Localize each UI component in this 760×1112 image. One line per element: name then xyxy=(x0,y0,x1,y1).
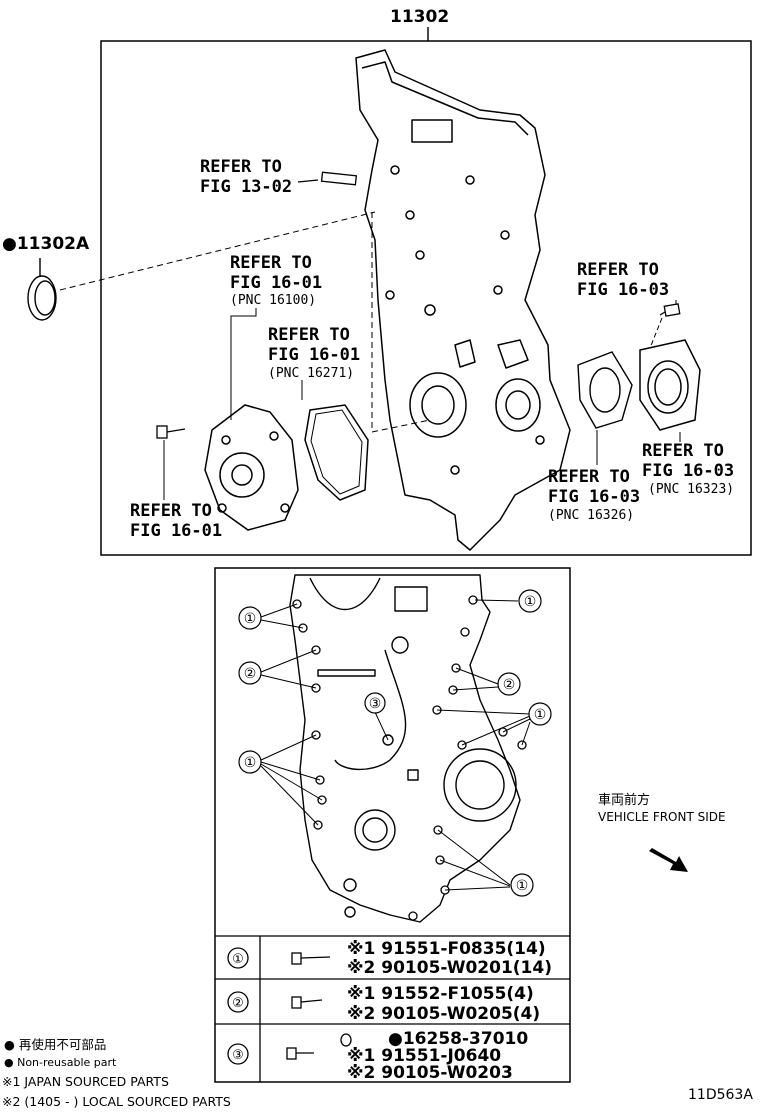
direction-en: VEHICLE FRONT SIDE xyxy=(598,810,726,824)
front-arrow-icon xyxy=(649,848,688,872)
lower-frame xyxy=(214,567,571,1083)
water-outlet-illustration xyxy=(639,339,701,431)
water-pump-illustration xyxy=(204,404,299,531)
bolt-location-illustration xyxy=(289,574,521,923)
oil-seal-illustration xyxy=(27,258,57,321)
callout-1-lowright: ① xyxy=(516,878,529,894)
refer-gasket1603-line2[interactable]: FIG 16-03 xyxy=(548,487,640,507)
table-row2-line1[interactable]: ※1 91552-F1055(4) xyxy=(347,984,534,1004)
callout-1-topleft: ① xyxy=(244,611,257,627)
callout-circles xyxy=(238,589,552,897)
figure-code: 11D563A xyxy=(688,1087,753,1103)
bolt-table xyxy=(215,935,570,1082)
pump-bolt-icon xyxy=(156,425,186,439)
table-row1-line2[interactable]: ※2 90105-W0201(14) xyxy=(347,958,552,978)
bolt-markers xyxy=(292,595,527,921)
refer-pumpbolt-line2[interactable]: FIG 16-01 xyxy=(130,521,222,541)
legend-note1: ※1 JAPAN SOURCED PARTS xyxy=(2,1074,169,1089)
refer-pump-line2[interactable]: FIG 16-01 xyxy=(230,273,322,293)
refer-pump-pnc[interactable]: (PNC 16100) xyxy=(230,293,316,308)
legend-note2: ※2 (1405 - ) LOCAL SOURCED PARTS xyxy=(2,1094,231,1109)
refer-gasket1603-pnc[interactable]: (PNC 16326) xyxy=(548,508,634,523)
stud-bolt-icon xyxy=(297,171,358,186)
refer-gasket-line2[interactable]: FIG 16-01 xyxy=(268,345,360,365)
refer-1302-line1[interactable]: REFER TO xyxy=(200,157,282,177)
table-row2-symbol: ② xyxy=(232,996,244,1011)
timing-cover-illustration xyxy=(355,49,571,551)
table-row1-symbol: ① xyxy=(232,952,244,967)
upper-frame xyxy=(100,40,752,556)
legend-en: ● Non-reusable part xyxy=(4,1056,117,1069)
table-row3-line1[interactable]: ●16258-37010 xyxy=(388,1029,528,1049)
callout-3: ③ xyxy=(369,696,382,712)
table-row2-line2[interactable]: ※2 90105-W0205(4) xyxy=(347,1004,540,1024)
seal-part-number[interactable]: ●11302A xyxy=(2,234,90,254)
refer-gasket1603-line1[interactable]: REFER TO xyxy=(548,467,630,487)
callout-1-topright: ① xyxy=(524,594,537,610)
refer-bolt1603-line2[interactable]: FIG 16-03 xyxy=(577,280,669,300)
refer-bolt1603-line1[interactable]: REFER TO xyxy=(577,260,659,280)
callout-1-midleft: ① xyxy=(244,755,257,771)
refer-outlet-line1[interactable]: REFER TO xyxy=(642,441,724,461)
table-row3-symbol: ③ xyxy=(232,1048,244,1063)
outlet-gasket-illustration xyxy=(577,351,633,429)
callout-2-left: ② xyxy=(244,666,257,682)
refer-gasket-pnc[interactable]: (PNC 16271) xyxy=(268,366,354,381)
legend-ja: ● 再使用不可部品 xyxy=(4,1037,106,1052)
seal-leader xyxy=(59,211,376,291)
table-row1-line1[interactable]: ※1 91551-F0835(14) xyxy=(347,939,546,959)
callout-2-right: ② xyxy=(503,677,516,693)
legend: ● 再使用不可部品 ● Non-reusable part ※1 JAPAN S… xyxy=(2,1037,231,1109)
refer-pump-line1[interactable]: REFER TO xyxy=(230,253,312,273)
refer-outlet-pnc[interactable]: (PNC 16323) xyxy=(648,482,734,497)
refer-pumpbolt-line1[interactable]: REFER TO xyxy=(130,501,212,521)
table-row3-line3[interactable]: ※2 90105-W0203 xyxy=(347,1063,513,1083)
refer-1302-line2[interactable]: FIG 13-02 xyxy=(200,177,292,197)
callout-leaders xyxy=(260,599,531,891)
direction-ja: 車両前方 xyxy=(598,792,650,808)
pump-gasket-illustration xyxy=(304,404,369,501)
refer-gasket-line1[interactable]: REFER TO xyxy=(268,325,350,345)
outlet-bolt-icon xyxy=(659,303,681,317)
top-part-number[interactable]: 11302 xyxy=(390,7,449,27)
table-row3-line2[interactable]: ※1 91551-J0640 xyxy=(347,1046,501,1066)
callout-1-midright: ① xyxy=(534,707,547,723)
refer-outlet-line2[interactable]: FIG 16-03 xyxy=(642,461,734,481)
table-bolt-icons xyxy=(286,952,352,1060)
